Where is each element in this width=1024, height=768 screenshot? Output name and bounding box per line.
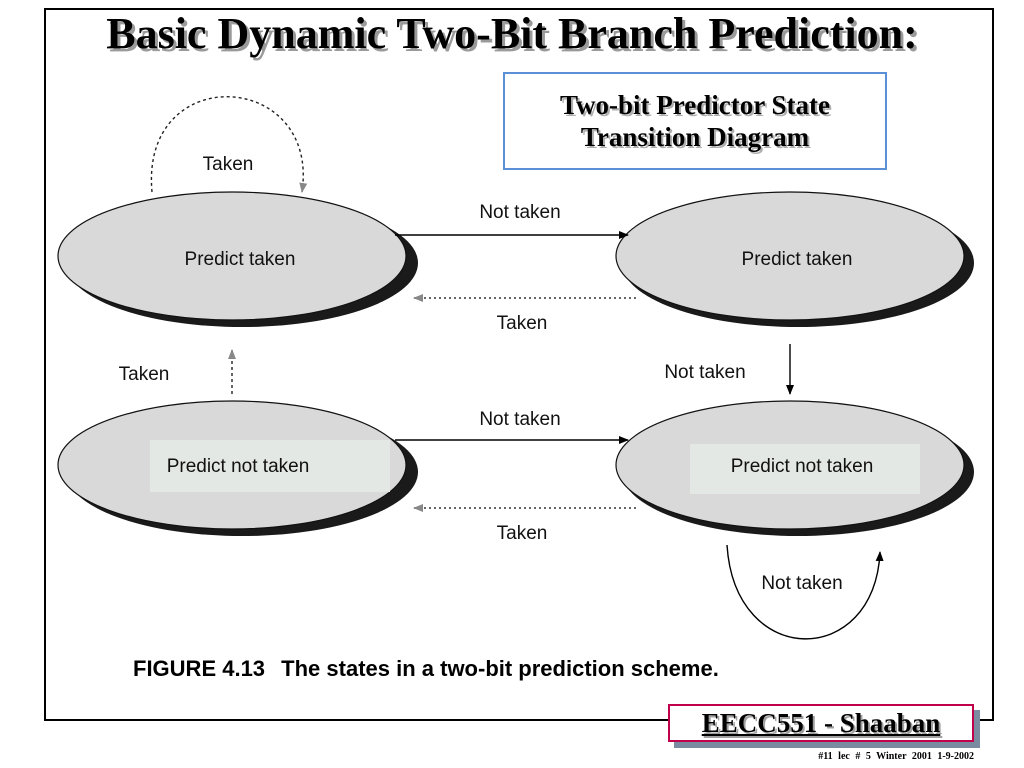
figure-caption: FIGURE 4.13 The states in a two-bit pred… bbox=[133, 656, 719, 682]
transition-label: Not taken bbox=[761, 573, 842, 594]
state-label-highlight bbox=[690, 444, 920, 494]
state-label: Predict not taken bbox=[731, 456, 874, 477]
transition-label: Taken bbox=[119, 364, 170, 385]
transition-label: Taken bbox=[497, 313, 548, 334]
transition-taken-bottom: Taken bbox=[413, 504, 636, 544]
figure-caption-text: The states in a two-bit prediction schem… bbox=[281, 656, 719, 681]
arrow-path bbox=[150, 96, 308, 193]
slide-title: Basic Dynamic Two-Bit Branch Prediction: bbox=[106, 9, 918, 58]
transition-label: Not taken bbox=[479, 409, 560, 430]
state-ellipse bbox=[615, 191, 965, 321]
transition-not-taken-bottom: Not taken bbox=[395, 409, 629, 444]
transition-taken-self-loop: Taken bbox=[150, 96, 308, 193]
transition-taken-top: Taken bbox=[413, 294, 636, 334]
state-ellipse bbox=[57, 191, 407, 321]
state-label: Predict not taken bbox=[167, 456, 310, 477]
state-label-highlight bbox=[150, 440, 390, 492]
transition-label: Taken bbox=[497, 523, 548, 544]
transition-not-taken-self-loop: Not taken bbox=[726, 544, 884, 640]
state-label: Predict taken bbox=[185, 249, 296, 270]
state-label: Predict taken bbox=[742, 249, 853, 270]
transition-label: Taken bbox=[203, 154, 254, 175]
state-predict-taken-right: Predict taken bbox=[615, 191, 974, 327]
figure-number: FIGURE 4.13 bbox=[133, 656, 266, 681]
state-predict-not-taken-left: Predict not taken bbox=[57, 400, 418, 536]
transition-taken-left-vertical: Taken bbox=[119, 349, 236, 394]
state-predict-not-taken-right: Predict not taken bbox=[615, 400, 974, 536]
lecture-meta: #11 lec # 5 Winter 2001 1-9-2002 bbox=[818, 751, 974, 762]
subtitle-line-2: Transition Diagram bbox=[580, 122, 810, 152]
transition-label: Not taken bbox=[479, 202, 560, 223]
subtitle-line-1: Two-bit Predictor State bbox=[560, 90, 830, 120]
transition-not-taken-top: Not taken bbox=[395, 202, 629, 239]
state-predict-taken-left: Predict taken bbox=[57, 191, 418, 327]
transition-label: Not taken bbox=[664, 362, 745, 383]
subtitle-box: Two-bit Predictor State Transition Diagr… bbox=[503, 72, 887, 170]
arrow-path bbox=[726, 544, 884, 640]
course-footer: EECC551 - Shaaban bbox=[668, 704, 974, 742]
transition-not-taken-right-vertical: Not taken bbox=[664, 344, 794, 395]
